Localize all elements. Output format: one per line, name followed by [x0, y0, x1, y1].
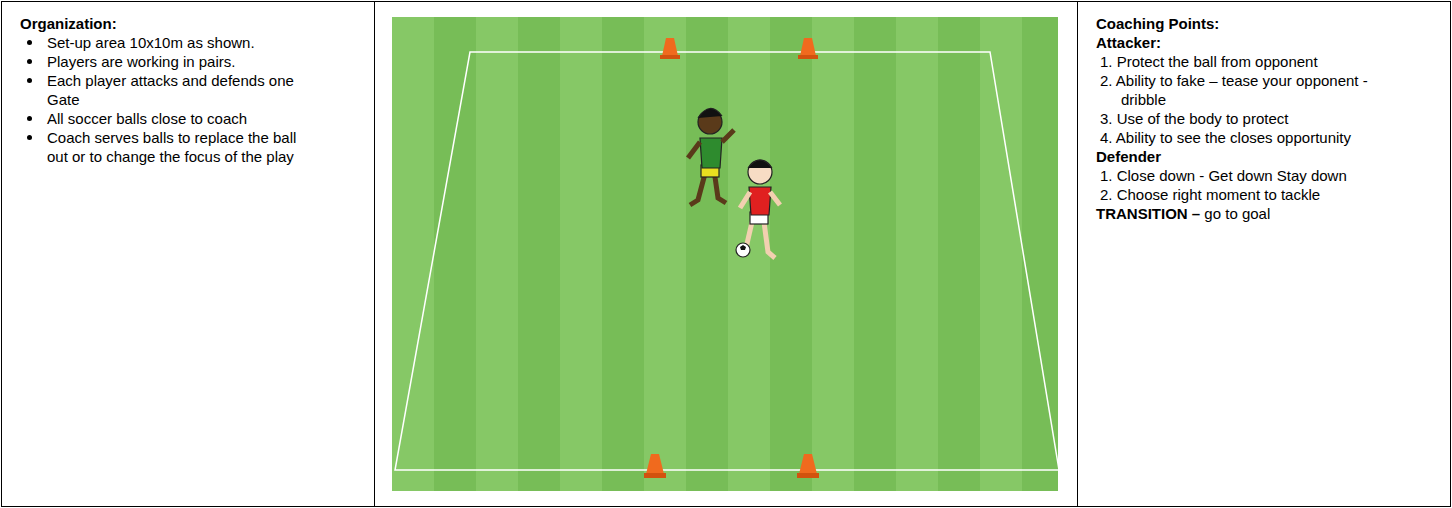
bullet-text: Players are working in pairs. [47, 52, 317, 71]
bullet-dot [27, 135, 32, 140]
section-heading: Coaching Points: [1096, 14, 1440, 33]
transition-line: TRANSITION – go to goal [1096, 204, 1440, 223]
text-panel: Coaching Points:Attacker:1. Protect the … [1077, 1, 1451, 507]
section-heading: Attacker: [1096, 33, 1440, 52]
transition-text: go to goal [1204, 205, 1270, 222]
transition-heading: TRANSITION – [1096, 205, 1200, 222]
coaching-point: 3. Use of the body to protect [1100, 109, 1371, 128]
bullet-dot [27, 78, 32, 83]
bullet-dot [27, 116, 32, 121]
bullet-text: Coach serves balls to replace the ball o… [47, 128, 317, 166]
grass [392, 17, 1058, 491]
section-heading: Defender [1096, 147, 1440, 166]
coaching-point: 2. Choose right moment to tackle [1100, 185, 1371, 204]
defender-player [688, 108, 734, 205]
coaching-point: 1. Protect the ball from opponent [1100, 52, 1371, 71]
bullet-dot [27, 59, 32, 64]
bullet-item: Coach serves balls to replace the ball o… [20, 128, 364, 166]
bullet-item: Each player attacks and defends one Gate [20, 71, 364, 109]
field-lines [395, 52, 1059, 470]
coaching-point: 2. Ability to fake – tease your opponent… [1100, 71, 1371, 109]
bullet-dot [27, 40, 32, 45]
bullet-item: Players are working in pairs. [20, 52, 364, 71]
attacker-player [736, 160, 780, 258]
bullet-text: Set-up area 10x10m as shown. [47, 33, 317, 52]
bullet-item: All soccer balls close to coach [20, 109, 364, 128]
ball [736, 243, 750, 257]
text-panel: Organization:Set-up area 10x10m as shown… [1, 1, 375, 507]
coaching-point: 1. Close down - Get down Stay down [1100, 166, 1371, 185]
cones [644, 38, 819, 478]
bullet-text: Each player attacks and defends one Gate [47, 71, 317, 109]
bullet-text: All soccer balls close to coach [47, 109, 317, 128]
section-heading: Organization: [20, 14, 364, 33]
bullet-item: Set-up area 10x10m as shown. [20, 33, 364, 52]
coaching-point: 4. Ability to see the closes opportunity [1100, 128, 1371, 147]
